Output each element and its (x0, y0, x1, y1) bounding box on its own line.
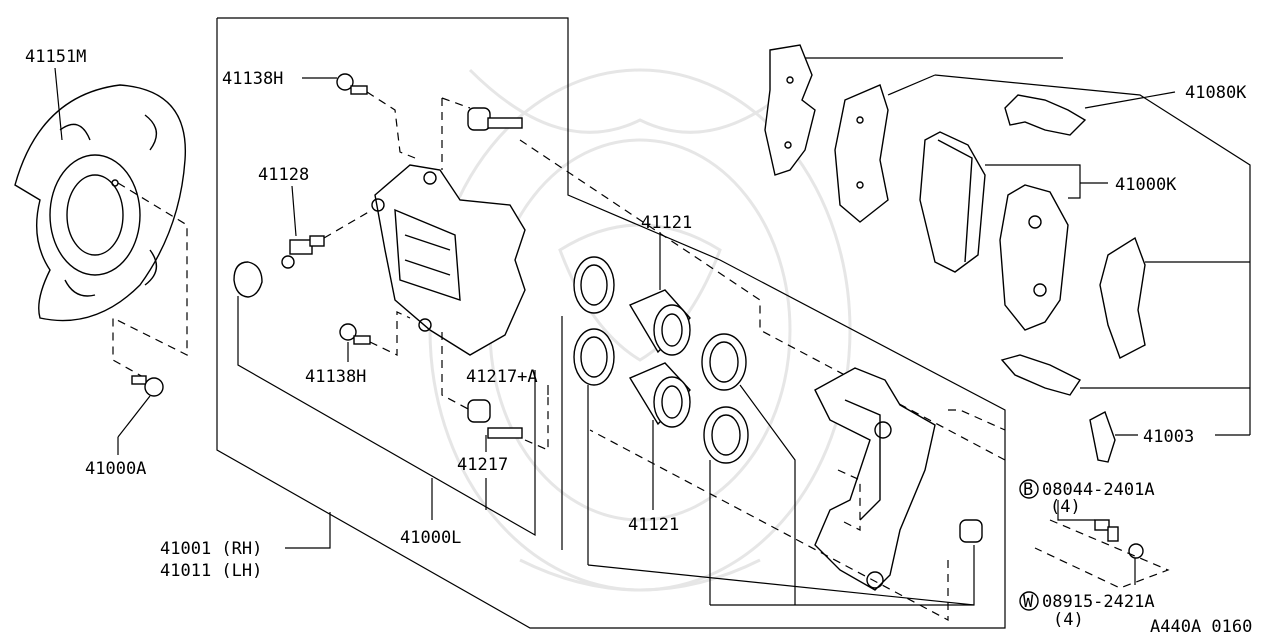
piston-upper (628, 289, 691, 356)
bracket-cap (959, 519, 983, 543)
label-41138h-bottom: 41138H (305, 367, 366, 387)
pad-shim-inner (834, 84, 889, 223)
bolt-badge: B (1023, 480, 1033, 500)
piston-lower (628, 362, 691, 428)
piston-boot-lower (703, 406, 749, 464)
label-41080k: 41080K (1185, 83, 1247, 103)
washer-callout: W 08915-2421A (4) (1019, 591, 1155, 630)
label-41217: 41217 (457, 455, 508, 475)
label-41138h-top: 41138H (222, 69, 283, 89)
label-washer-qty: (4) (1053, 610, 1084, 630)
lock-washer (1128, 543, 1144, 559)
label-41128: 41128 (258, 165, 309, 185)
label-41000k: 41000K (1115, 175, 1177, 195)
pad-shim-outer (764, 44, 816, 176)
piston-seal-upper (573, 256, 615, 314)
diagram-code: A440A 0160 (1150, 617, 1252, 637)
label-41121-bottom: 41121 (628, 515, 679, 535)
label-41000l: 41000L (400, 528, 461, 548)
label-41217a: 41217+A (466, 367, 538, 387)
washer-badge: W (1023, 592, 1034, 612)
bolt-41000a (131, 375, 164, 397)
label-41121-top: 41121 (641, 213, 692, 233)
label-41001-rh: 41001 (RH) (160, 539, 262, 559)
piston-seal-lower (573, 328, 615, 386)
label-bolt-code: 08044-2401A (1042, 480, 1155, 500)
label-41011-lh: 41011 (LH) (160, 561, 262, 581)
dust-shield (14, 84, 187, 322)
bolt-41138h-top (336, 73, 368, 95)
brake-pad-outer (919, 131, 986, 273)
watermark-emblem (428, 68, 852, 592)
guide-pin-lower (467, 399, 523, 439)
wear-indicator (1089, 411, 1116, 463)
brake-pad-inner (999, 184, 1069, 331)
bolt-callout: B 08044-2401A (4) (1019, 479, 1155, 517)
caliper-body (371, 164, 526, 356)
label-bolt-qty: (4) (1050, 497, 1081, 517)
assembly-frame (216, 17, 1006, 629)
caliper-bracket (814, 367, 936, 591)
label-41151m: 41151M (25, 47, 86, 67)
guide-pin-upper (467, 107, 523, 131)
bolt-41138h-bottom (339, 323, 371, 345)
dust-cap (233, 261, 263, 298)
bleeder-41128 (281, 235, 325, 269)
label-washer-code: 08915-2421A (1042, 592, 1155, 612)
pad-clip-lower (1000, 354, 1082, 396)
pad-shim-rear (1099, 236, 1146, 359)
label-41000a: 41000A (85, 459, 146, 479)
piston-boot-upper (701, 333, 747, 391)
label-41003: 41003 (1143, 427, 1194, 447)
pad-clip-upper (1004, 94, 1087, 136)
mounting-bolt (1094, 519, 1119, 542)
